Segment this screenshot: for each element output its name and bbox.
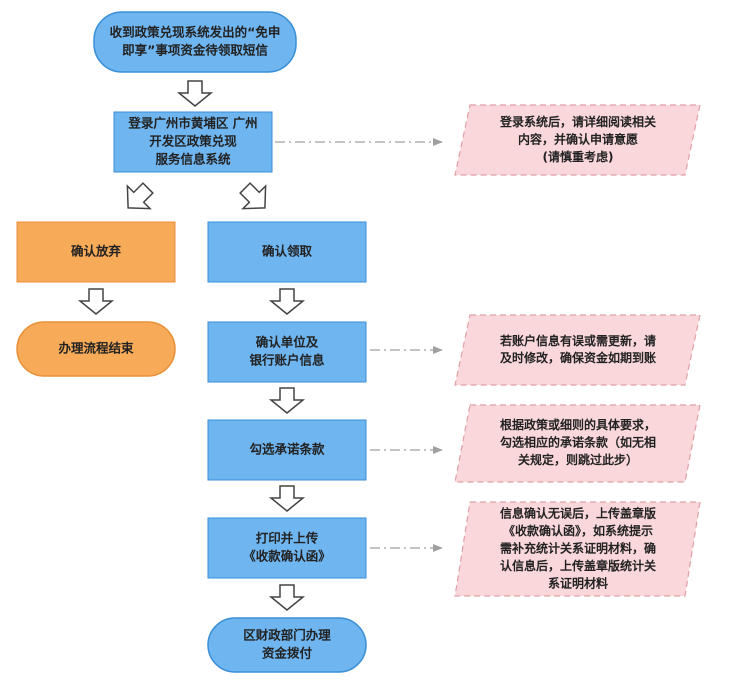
node-confirm-claim: 确认领取 (207, 221, 367, 283)
node-print-upload-text-line: 《收款确认函》 (243, 549, 331, 564)
note-upload-text-line: 认信息后，上传盖章版统计关 (500, 558, 656, 573)
node-finance-pay-text-line: 区财政部门办理 (243, 627, 331, 642)
note-upload-text-line: 《收款确认函》，如系统提示 (503, 523, 653, 538)
note-terms: 根据政策或细则的具体要求， 勾选相应的承诺条款（如无相关规定，则跳过此步） (454, 404, 701, 483)
arrow-diag-login-giveup (126, 182, 154, 210)
note-account: 若账户信息有误或需更新，请及时修改，确保资金如期到账 (454, 314, 701, 386)
node-print-upload-text: 打印并上传《收款确认函》 (243, 530, 331, 563)
node-start: 收到政策兑现系统发出的“免申即享”事项资金待领取短信 (93, 11, 297, 73)
node-check-terms-text: 勾选承诺条款 (249, 442, 325, 457)
node-start-text-line: 即享”事项资金待领取短信 (122, 43, 268, 58)
arrow-diag-login-claim (239, 182, 267, 210)
note-upload-text-line: 需补充统计关系证明材料，确 (500, 541, 656, 556)
arrow-down-unit-terms (268, 387, 306, 414)
node-login-text-line: 登录广州市黄埔区 广州 (127, 115, 257, 130)
node-give-up: 确认放弃 (16, 221, 176, 283)
note-login: 登录系统后，请详细阅读相关内容，并确认申请意愿 (请慎重考虑) (454, 104, 701, 176)
node-give-up-text: 确认放弃 (71, 244, 122, 259)
note-login-text-line: 登录系统后，请详细阅读相关 (499, 114, 656, 129)
node-finance-pay-text-line: 资金拨付 (262, 646, 313, 661)
node-check-terms-text-line: 勾选承诺条款 (249, 442, 325, 457)
note-terms-text-line: 勾选相应的承诺条款（如无相 (500, 435, 656, 450)
node-login-text: 登录广州市黄埔区 广州开发区政策兑现服务信息系统 (127, 115, 257, 166)
note-login-text-line: 内容，并确认申请意愿 (518, 132, 638, 147)
note-login-text-line: (请慎重考虑) (543, 149, 614, 164)
note-login-text: 登录系统后，请详细阅读相关内容，并确认申请意愿 (请慎重考虑) (499, 114, 656, 164)
arrow-down-terms-upload (268, 485, 306, 512)
node-confirm-claim-text: 确认领取 (262, 244, 313, 259)
note-upload-text-line: 信息确认无误后，上传盖章版 (500, 506, 656, 521)
note-upload-text: 信息确认无误后，上传盖章版《收款确认函》，如系统提示需补充统计关系证明材料，确认… (500, 506, 656, 591)
node-confirm-unit-text-line: 银行账户信息 (249, 353, 325, 368)
note-account-text-line: 若账户信息有误或需更新，请 (499, 333, 656, 348)
node-print-upload-text-line: 打印并上传 (256, 530, 319, 545)
node-start-text: 收到政策兑现系统发出的“免申即享”事项资金待领取短信 (110, 24, 281, 57)
arrow-down-upload-pay (268, 584, 306, 611)
note-upload: 信息确认无误后，上传盖章版《收款确认函》，如系统提示需补充统计关系证明材料，确认… (454, 501, 701, 597)
node-login-text-line: 开发区政策兑现 (149, 134, 237, 149)
node-end-process: 办理流程结束 (16, 321, 176, 377)
note-terms-text: 根据政策或细则的具体要求， 勾选相应的承诺条款（如无相关规定，则跳过此步） (500, 417, 656, 467)
node-start-text-line: 收到政策兑现系统发出的“免申 (110, 24, 281, 39)
node-login-text-line: 服务信息系统 (155, 152, 231, 167)
note-terms-text-line: 根据政策或细则的具体要求， (500, 417, 656, 432)
arrow-down-giveup-end (77, 288, 115, 315)
node-end-process-text-line: 办理流程结束 (58, 341, 134, 356)
note-account-text: 若账户信息有误或需更新，请及时修改，确保资金如期到账 (499, 333, 656, 365)
node-end-process-text: 办理流程结束 (58, 341, 134, 356)
node-finance-pay-text: 区财政部门办理资金拨付 (243, 627, 331, 660)
node-finance-pay: 区财政部门办理资金拨付 (207, 617, 367, 673)
note-terms-text-line: 关规定，则跳过此步） (518, 452, 638, 467)
arrow-down-start-login (176, 80, 214, 107)
node-confirm-unit-text-line: 确认单位及 (256, 334, 319, 349)
note-account-text-line: 及时修改，确保资金如期到账 (500, 350, 656, 365)
node-confirm-unit: 确认单位及银行账户信息 (207, 321, 367, 383)
note-upload-text-line: 系证明材料 (548, 575, 608, 590)
node-check-terms: 勾选承诺条款 (207, 419, 367, 481)
node-confirm-claim-text-line: 确认领取 (262, 244, 313, 259)
node-print-upload: 打印并上传《收款确认函》 (207, 517, 367, 579)
node-login: 登录广州市黄埔区 广州开发区政策兑现服务信息系统 (113, 111, 273, 173)
arrow-down-claim-unit (268, 288, 306, 315)
node-confirm-unit-text: 确认单位及银行账户信息 (249, 334, 325, 367)
node-give-up-text-line: 确认放弃 (71, 244, 122, 259)
